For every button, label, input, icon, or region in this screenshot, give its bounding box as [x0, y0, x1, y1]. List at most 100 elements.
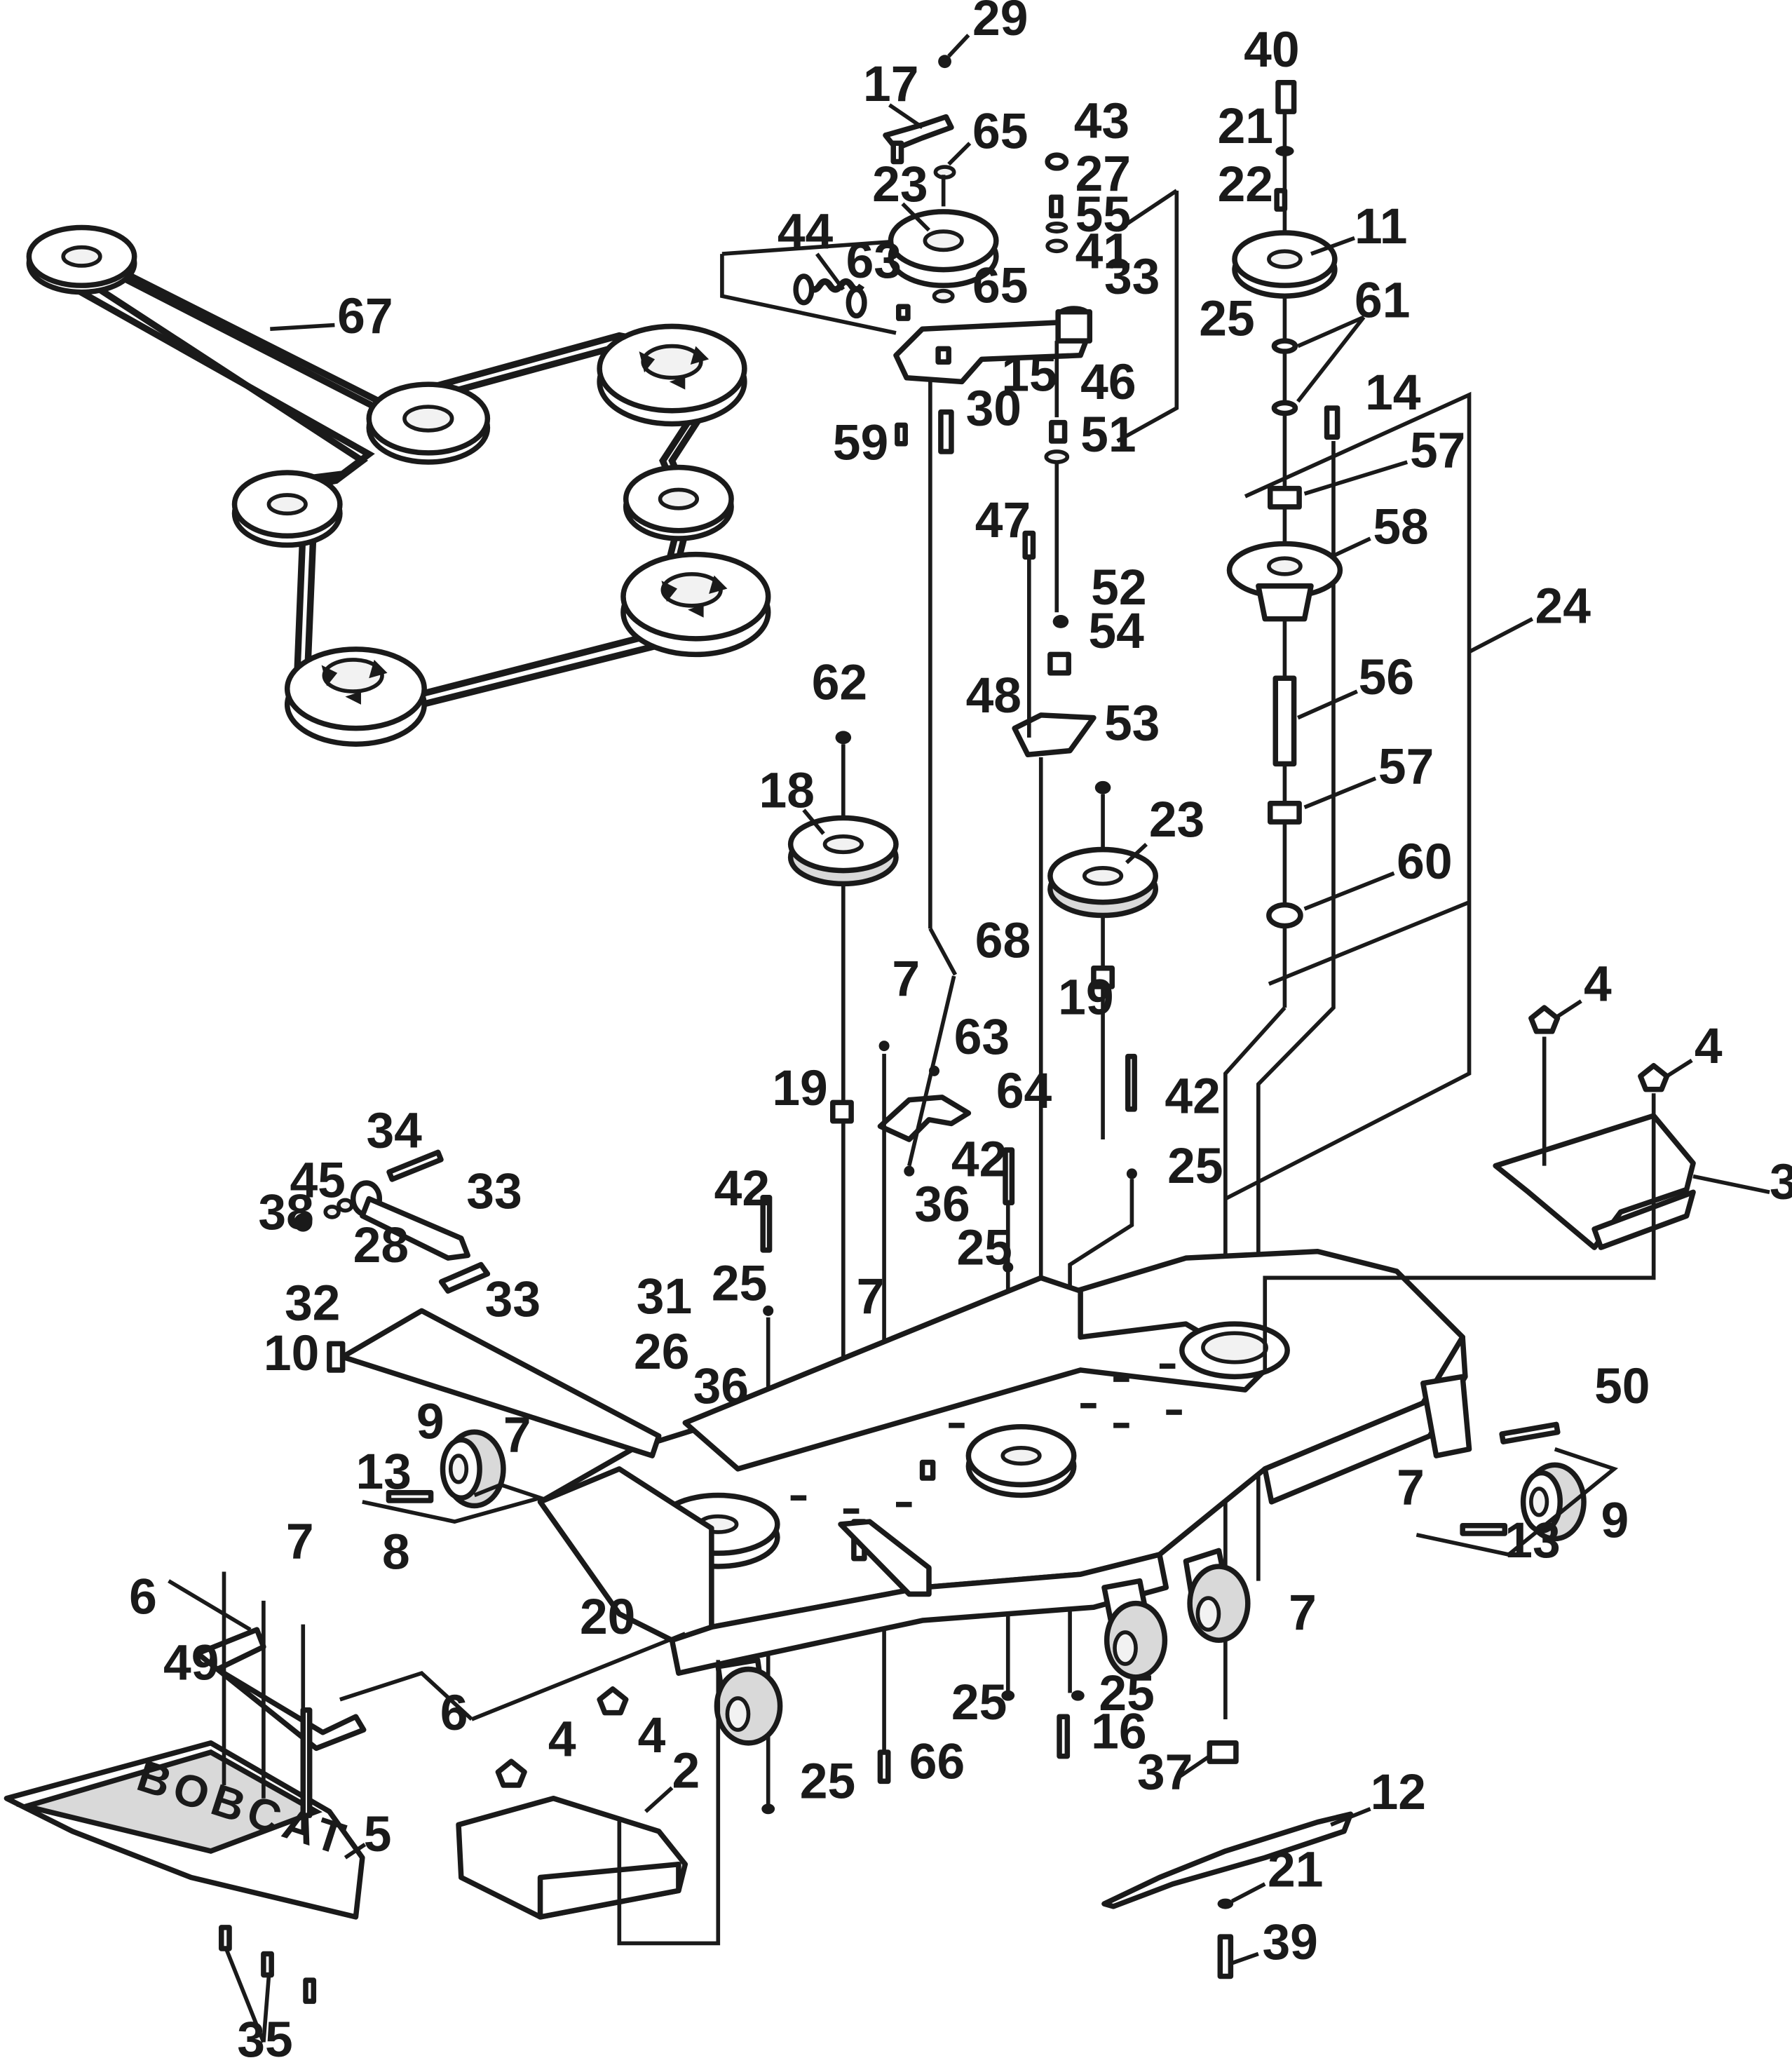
callout-label: 65: [972, 258, 1028, 314]
bracket-10: [327, 1341, 346, 1373]
callout-label: 11: [1355, 198, 1408, 255]
seal-60: [1266, 902, 1303, 929]
callout-label: 54: [1088, 603, 1144, 659]
callout-label: 7: [503, 1407, 531, 1463]
bolt-66: [877, 1749, 891, 1785]
axle-13-left: [386, 1489, 434, 1503]
bolt-42-right: [1125, 1053, 1137, 1112]
callout-label: 23: [1149, 792, 1204, 848]
callout-label: 25: [1199, 291, 1254, 347]
callout-label: 25: [712, 1255, 767, 1311]
callout-label: 4: [1584, 956, 1612, 1013]
deck-caster-wheel-rear-right: [1183, 1548, 1251, 1643]
washer-41: [1045, 238, 1068, 254]
spacer-61a: [1271, 338, 1298, 354]
callout-label: 25: [951, 1674, 1007, 1731]
belt-diagram-pulley-5: [231, 470, 343, 548]
callout-label: 4: [548, 1712, 576, 1768]
washer-45b: [337, 1198, 354, 1213]
pulley-18: [787, 815, 899, 887]
pivot-boss-body: [1055, 309, 1093, 344]
bolt-30: [938, 409, 954, 454]
belt-diagram-pulley-6: [620, 551, 771, 658]
callout-label: 7: [1397, 1460, 1425, 1516]
deck-slots: [790, 1363, 1182, 1514]
belt-diagram-pulley-4: [623, 464, 734, 541]
bolt-6-lead: [168, 1579, 252, 1632]
callout-label: 13: [355, 1444, 411, 1500]
callout-label: 30: [966, 380, 1021, 436]
callout-label: 21: [1218, 98, 1273, 154]
screw-35c: [303, 1977, 317, 2004]
callout-label: 20: [580, 1589, 635, 1645]
nut-25-lower-right: [1071, 1690, 1085, 1701]
callout-label: 25: [800, 1754, 855, 1810]
callout-label: 9: [416, 1394, 444, 1450]
callout-label: 48: [966, 668, 1021, 724]
callout-label: 55: [1075, 187, 1131, 243]
callout-label: 6: [440, 1685, 468, 1741]
nut-53: [1094, 780, 1111, 794]
callout-label: 26: [634, 1324, 689, 1380]
callout-label: 40: [1244, 22, 1299, 78]
callout-label: 5: [364, 1806, 392, 1862]
callout-label: 31: [637, 1268, 692, 1325]
bolt-50: [1499, 1421, 1561, 1444]
callout-label: 57: [1410, 423, 1465, 479]
knob-4-right-top: [1528, 1005, 1561, 1034]
knob-4-right: [1638, 1063, 1670, 1092]
knob-4-left-b: [495, 1759, 527, 1788]
bracket-stud: [890, 140, 904, 165]
callout-label: 21: [1268, 1842, 1323, 1898]
callout-label: 62: [812, 654, 867, 710]
callout-label: 34: [366, 1102, 422, 1158]
nut-63-top: [896, 304, 911, 321]
callout-label: 7: [892, 951, 920, 1007]
callout-label: 50: [1594, 1358, 1650, 1414]
callout-label: 47: [975, 492, 1031, 548]
callout-label: 17: [863, 56, 918, 112]
axis-line: [928, 927, 958, 976]
key-22: [1274, 188, 1288, 212]
ring-55: [1045, 222, 1068, 233]
callout-label: 25: [1167, 1138, 1223, 1194]
idler-pulley-23-top: [888, 209, 999, 288]
nut-25-right: [1126, 1168, 1137, 1179]
callout-label: 45: [290, 1153, 345, 1209]
callout-label: 67: [337, 288, 393, 344]
callout-label: 33: [1104, 248, 1160, 304]
washer-45a: [323, 1205, 341, 1219]
callout-label: 42: [951, 1132, 1007, 1188]
gauge-wheel-9-left: [440, 1429, 506, 1509]
washer-51: [1044, 449, 1070, 464]
callout-label: 60: [1397, 834, 1452, 890]
callout-label: 32: [285, 1275, 340, 1332]
callout-label: 66: [909, 1734, 965, 1790]
bearing-57-top: [1267, 485, 1302, 510]
lift-bar-32: [339, 1308, 662, 1458]
callout-label: 49: [163, 1635, 219, 1691]
callout-label: 27: [1075, 146, 1131, 202]
callout-label: 6: [129, 1569, 157, 1625]
belt-diagram-pulley-3: [597, 323, 747, 427]
axle-13-right: [1460, 1522, 1508, 1536]
spindle-shaft-56: [1272, 675, 1297, 767]
callout-label: 36: [914, 1177, 970, 1233]
callout-label: 8: [382, 1524, 410, 1580]
bracket-64: [877, 1095, 972, 1142]
idler-arm-15: [893, 320, 1090, 385]
lift-linkage: [294, 1149, 662, 1458]
callout-label: 24: [1535, 578, 1591, 634]
bracket-24-lower: [1268, 900, 1470, 986]
bolt-59: [895, 422, 908, 447]
callout-label: 68: [975, 913, 1031, 969]
bolt-36-mid: [904, 1165, 915, 1177]
callout-label: 56: [1359, 649, 1414, 705]
bracket-25-right: [1116, 190, 1179, 443]
nut-52: [1052, 615, 1069, 628]
mower-deck: [537, 1249, 1472, 1746]
spacer-19-left: [830, 1099, 854, 1124]
callout-label: 42: [1165, 1068, 1220, 1124]
callout-labels: 29 17 65 43 40 21 23 27 55 22 11 44 63 4…: [129, 0, 1792, 2068]
